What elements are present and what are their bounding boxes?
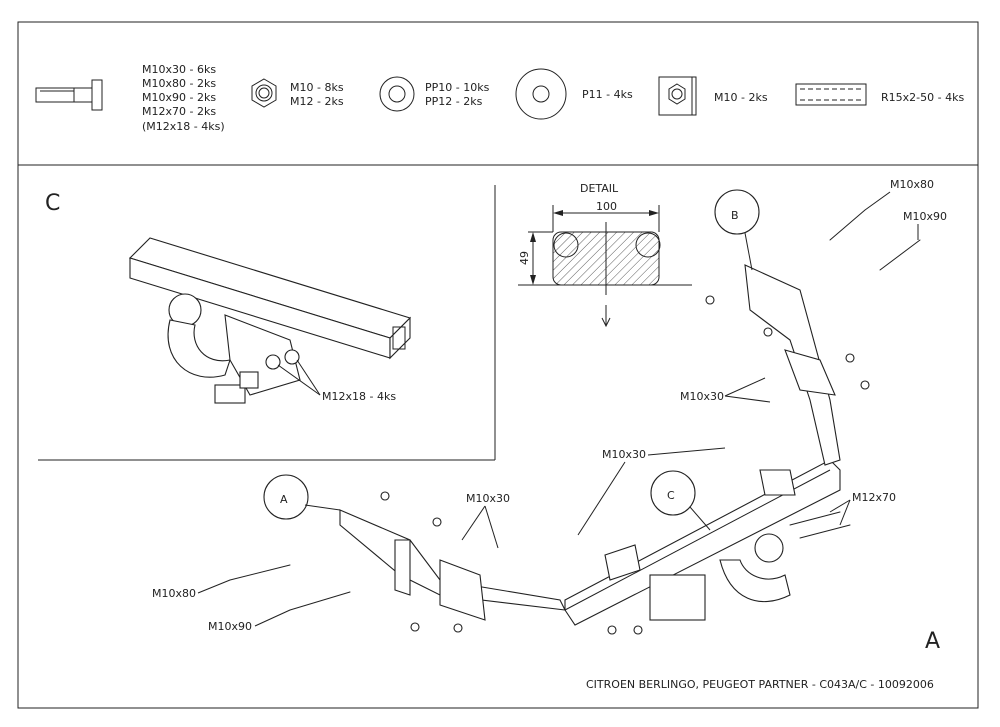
m10x30-label: M10x30 bbox=[466, 492, 510, 505]
part-label: M12 - 2ks bbox=[290, 95, 344, 108]
cage-nut-icon bbox=[658, 76, 697, 116]
callout-b: B bbox=[714, 189, 760, 271]
view-a-label: A bbox=[925, 629, 940, 654]
m10x90-label: M10x90 bbox=[903, 210, 947, 223]
parts-spacer-tube: R15x2-50 - 4ks bbox=[795, 83, 964, 106]
part-label: M10 - 2ks bbox=[714, 91, 768, 104]
panel-c-crossbar-detail bbox=[128, 237, 412, 404]
towbar-assembly bbox=[229, 209, 921, 635]
m10x30-label: M10x30 bbox=[602, 448, 646, 461]
large-washer-icon bbox=[515, 68, 567, 120]
callout-a-letter: A bbox=[280, 493, 288, 506]
part-label: M12x70 - 2ks bbox=[142, 105, 216, 118]
m10x30-label: M10x30 bbox=[680, 390, 724, 403]
parts-bolt: M10x30 - 6ks M10x80 - 2ks M10x90 - 2ks M… bbox=[35, 63, 225, 133]
m12x18-label: M12x18 - 4ks bbox=[322, 390, 396, 403]
detail-title: DETAIL bbox=[580, 182, 619, 195]
panel-c-label: C bbox=[45, 191, 60, 216]
part-label: (M12x18 - 4ks) bbox=[142, 120, 225, 133]
drawing-frame bbox=[17, 21, 979, 709]
detail-section: DETAIL 100 49 bbox=[518, 182, 692, 328]
bolt-icon bbox=[35, 79, 103, 111]
part-label: PP12 - 2ks bbox=[425, 95, 483, 108]
parts-cage-nut: M10 - 2ks bbox=[658, 76, 768, 116]
parts-washer: PP10 - 10ks PP12 - 2ks bbox=[379, 76, 490, 112]
part-label: P11 - 4ks bbox=[582, 88, 633, 101]
callout-c-letter: C bbox=[667, 489, 675, 502]
drawing-footer: CITROEN BERLINGO, PEUGEOT PARTNER - C043… bbox=[586, 678, 934, 691]
m10x90-label: M10x90 bbox=[208, 620, 252, 633]
callout-b-letter: B bbox=[731, 209, 739, 222]
part-label: M10x30 - 6ks bbox=[142, 63, 216, 76]
callout-a: A bbox=[263, 474, 341, 520]
parts-large-washer: P11 - 4ks bbox=[515, 68, 633, 120]
part-label: R15x2-50 - 4ks bbox=[881, 91, 964, 104]
part-label: M10x80 - 2ks bbox=[142, 77, 216, 90]
m12x70-label: M12x70 bbox=[852, 491, 896, 504]
spacer-tube-icon bbox=[795, 83, 867, 106]
callout-c: C bbox=[650, 470, 711, 531]
parts-nut: M10 - 8ks M12 - 2ks bbox=[251, 78, 344, 108]
part-label: M10x90 - 2ks bbox=[142, 91, 216, 104]
m10x80-label: M10x80 bbox=[890, 178, 934, 191]
washer-icon bbox=[379, 76, 415, 112]
part-label: M10 - 8ks bbox=[290, 81, 344, 94]
hex-nut-icon bbox=[251, 78, 277, 108]
detail-width: 100 bbox=[596, 200, 617, 213]
part-label: PP10 - 10ks bbox=[425, 81, 490, 94]
detail-height: 49 bbox=[518, 251, 531, 265]
m10x80-label: M10x80 bbox=[152, 587, 196, 600]
